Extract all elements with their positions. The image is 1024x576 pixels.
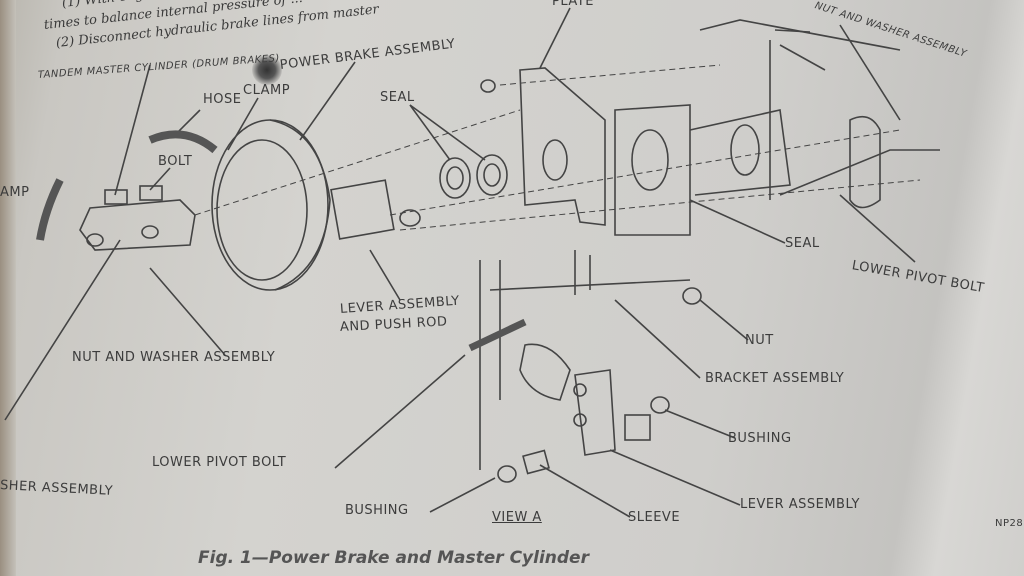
label-plate: PLATE bbox=[552, 0, 594, 9]
view-a-detail bbox=[468, 79, 702, 483]
figure-caption: Fig. 1—Power Brake and Master Cylinder bbox=[198, 548, 589, 568]
page-edge bbox=[0, 0, 16, 576]
plate bbox=[519, 67, 606, 226]
booster bbox=[211, 119, 421, 291]
label-nut-washer-assembly: NUT AND WASHER ASSEMBLY bbox=[72, 350, 276, 365]
label-bushing-left: BUSHING bbox=[345, 503, 409, 518]
label-clamp: CLAMP bbox=[243, 83, 291, 98]
label-lever-assembly: LEVER ASSEMBLY bbox=[740, 497, 860, 512]
label-clamp-left: AMP bbox=[0, 185, 30, 200]
label-bolt: BOLT bbox=[158, 154, 193, 169]
label-seal-right: SEAL bbox=[785, 236, 820, 251]
page-code: NP28 bbox=[995, 518, 1024, 529]
label-view-a: VIEW A bbox=[492, 510, 542, 525]
label-bushing-right: BUSHING bbox=[728, 431, 792, 446]
label-lower-pivot-bolt: LOWER PIVOT BOLT bbox=[152, 455, 287, 470]
master-cylinder bbox=[79, 185, 196, 251]
firewall-bracket bbox=[614, 19, 940, 236]
label-seal-top: SEAL bbox=[380, 90, 415, 105]
label-hose: HOSE bbox=[203, 92, 242, 107]
dashed-lines bbox=[194, 64, 921, 231]
hose bbox=[148, 130, 218, 154]
label-sleeve: SLEEVE bbox=[628, 510, 681, 525]
label-bracket-assembly: BRACKET ASSEMBLY bbox=[705, 371, 845, 386]
seals bbox=[439, 154, 508, 199]
label-nut: NUT bbox=[745, 333, 774, 348]
ink-stain bbox=[252, 55, 282, 85]
left-hose bbox=[36, 178, 64, 241]
